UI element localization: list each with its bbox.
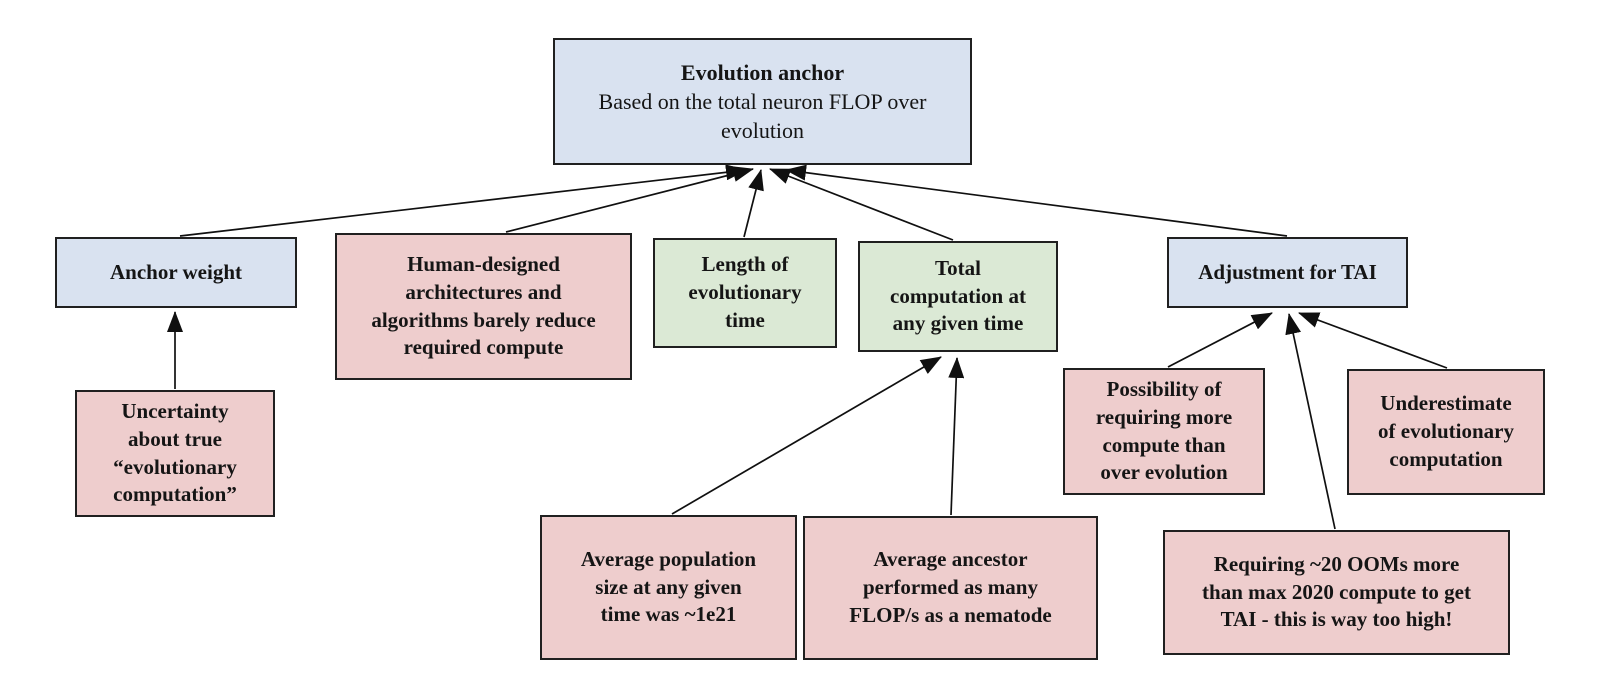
- node-length-evolutionary-time-label: Length of evolutionary time: [688, 252, 802, 332]
- node-anchor-weight-label: Anchor weight: [109, 259, 243, 284]
- edge-total-computation-to-evolution-anchor: [769, 168, 954, 241]
- node-evolution-anchor-subtitle: Based on the total neuron FLOP over evol…: [598, 88, 927, 144]
- node-uncertainty-label: Uncertainty about true “evolutionary com…: [113, 398, 237, 507]
- edge-adjustment-tai-to-evolution-anchor: [785, 164, 1288, 237]
- node-uncertainty-evolutionary-computation: Uncertainty about true “evolutionary com…: [75, 390, 275, 517]
- node-evolution-anchor-title: Evolution anchor: [680, 59, 845, 85]
- node-average-ancestor-flops-label: Average ancestor performed as many FLOP/…: [849, 547, 1052, 627]
- node-requiring-20-ooms-label: Requiring ~20 OOMs more than max 2020 co…: [1202, 551, 1471, 632]
- edge-anchor-weight-to-evolution-anchor: [179, 164, 747, 237]
- node-possibility-more-compute: Possibility of requiring more compute th…: [1063, 368, 1265, 495]
- edge-length-time-to-evolution-anchor: [743, 169, 764, 238]
- node-average-population-size-label: Average population size at any given tim…: [580, 546, 757, 627]
- node-anchor-weight: Anchor weight: [55, 237, 297, 308]
- node-adjustment-for-tai: Adjustment for TAI: [1167, 237, 1408, 308]
- node-requiring-20-ooms: Requiring ~20 OOMs more than max 2020 co…: [1163, 530, 1510, 655]
- node-adjustment-for-tai-label: Adjustment for TAI: [1198, 259, 1377, 284]
- node-total-computation-label: Total computation at any given time: [890, 255, 1026, 336]
- edge-possibility-to-adjustment-tai: [1167, 312, 1273, 368]
- node-possibility-more-compute-label: Possibility of requiring more compute th…: [1095, 376, 1233, 485]
- node-length-evolutionary-time: Length of evolutionary time: [653, 238, 837, 348]
- edge-underestimate-to-adjustment-tai: [1298, 312, 1448, 369]
- node-average-ancestor-flops: Average ancestor performed as many FLOP/…: [803, 516, 1098, 660]
- node-average-population-size: Average population size at any given tim…: [540, 515, 797, 660]
- node-total-computation: Total computation at any given time: [858, 241, 1058, 352]
- node-underestimate-evolutionary-computation: Underestimate of evolutionary computatio…: [1347, 369, 1545, 495]
- node-underestimate-label: Underestimate of evolutionary computatio…: [1378, 391, 1514, 471]
- edge-avg-ancestor-to-total-computation: [948, 357, 965, 516]
- node-human-designed-label: Human-designed architectures and algorit…: [371, 251, 596, 360]
- edge-avg-population-to-total-computation: [671, 356, 942, 515]
- edge-requiring-ooms-to-adjustment-tai: [1285, 313, 1336, 530]
- edge-human-designed-to-evolution-anchor: [505, 166, 754, 233]
- node-human-designed: Human-designed architectures and algorit…: [335, 233, 632, 380]
- node-evolution-anchor: Evolution anchor Based on the total neur…: [553, 38, 972, 165]
